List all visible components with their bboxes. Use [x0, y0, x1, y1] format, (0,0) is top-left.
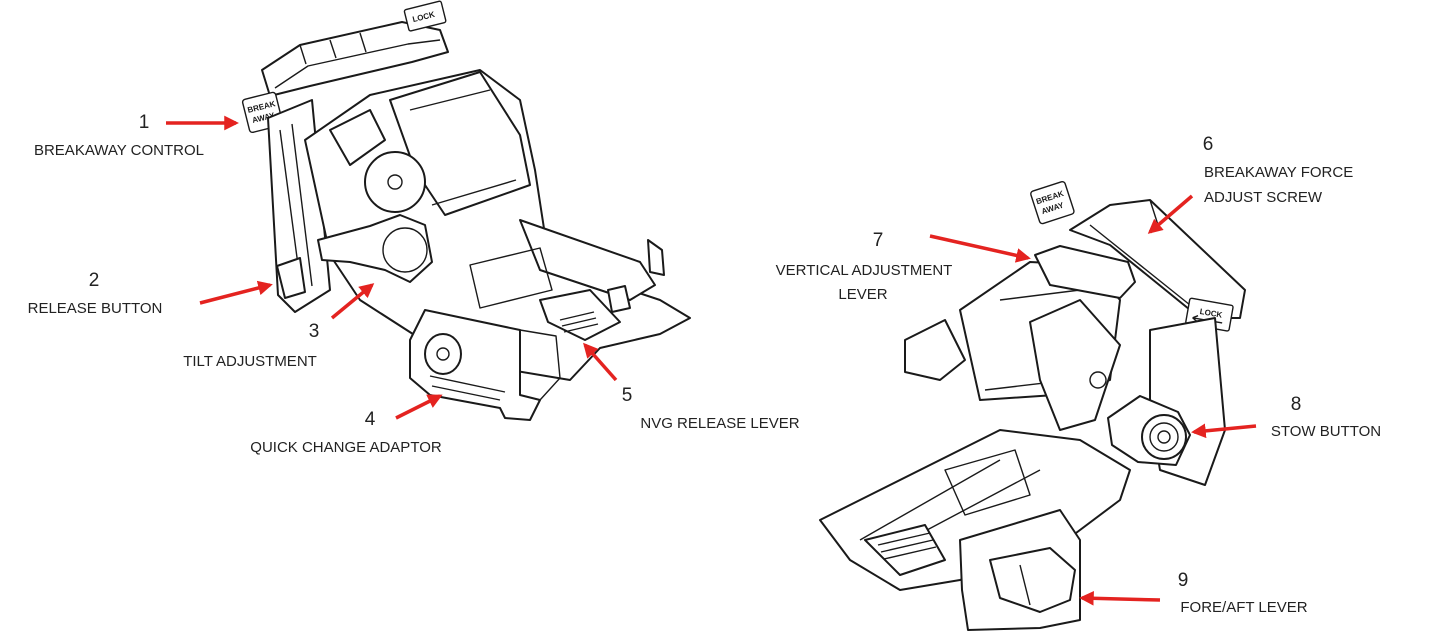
- callout-8-label: STOW BUTTON: [1271, 423, 1381, 440]
- callout-3: 3 TILT ADJUSTMENT: [183, 321, 319, 370]
- callout-2: 2 RELEASE BUTTON: [28, 270, 163, 317]
- callout-5-number: 5: [622, 385, 633, 406]
- callout-5: 5 NVG RELEASE LEVER: [622, 385, 800, 432]
- callout-6-label-line1: BREAKAWAY FORCE: [1204, 164, 1353, 181]
- callout-1-number: 1: [139, 112, 150, 133]
- callout-2-label: RELEASE BUTTON: [28, 300, 163, 317]
- arrow-7: [929, 234, 1031, 263]
- callout-7-label-line2: LEVER: [838, 286, 887, 303]
- callout-9-label: FORE/AFT LEVER: [1180, 599, 1307, 616]
- callout-3-label: TILT ADJUSTMENT: [183, 353, 317, 370]
- callout-6-label-line2: ADJUST SCREW: [1204, 189, 1323, 206]
- callout-7-label-line1: VERTICAL ADJUSTMENT: [776, 262, 953, 279]
- callout-4-number: 4: [365, 409, 376, 430]
- mount-right-view: BREAK AWAY LOCK: [819, 180, 1246, 631]
- callout-6-number: 6: [1203, 134, 1214, 155]
- callout-9-number: 9: [1178, 570, 1189, 591]
- callout-4-label: QUICK CHANGE ADAPTOR: [250, 439, 442, 456]
- callout-9: 9 FORE/AFT LEVER: [1178, 570, 1308, 616]
- callout-3-number: 3: [309, 321, 320, 342]
- callout-8: 8 STOW BUTTON: [1271, 394, 1381, 440]
- callout-4: 4 QUICK CHANGE ADAPTOR: [250, 409, 442, 456]
- callout-8-number: 8: [1291, 394, 1302, 415]
- callout-7: 7 VERTICAL ADJUSTMENT LEVER: [776, 230, 953, 303]
- callout-7-number: 7: [873, 230, 884, 251]
- arrow-4: [395, 394, 443, 420]
- arrow-9: [1079, 590, 1161, 606]
- arrow-6: [1147, 194, 1194, 234]
- callout-1-label: BREAKAWAY CONTROL: [34, 142, 204, 159]
- lock-marking-right: LOCK: [1199, 307, 1223, 320]
- arrow-5: [583, 342, 618, 382]
- callout-1: 1 BREAKAWAY CONTROL: [34, 112, 204, 159]
- arrow-3: [330, 283, 375, 320]
- arrow-2: [199, 280, 273, 305]
- arrow-8: [1191, 423, 1257, 439]
- mount-left-view: LOCK BREAK AWAY: [241, 0, 691, 421]
- callout-6: 6 BREAKAWAY FORCE ADJUST SCREW: [1203, 134, 1353, 206]
- callout-2-number: 2: [89, 270, 100, 291]
- callout-arrows: [166, 115, 1257, 606]
- callout-5-label: NVG RELEASE LEVER: [640, 415, 799, 432]
